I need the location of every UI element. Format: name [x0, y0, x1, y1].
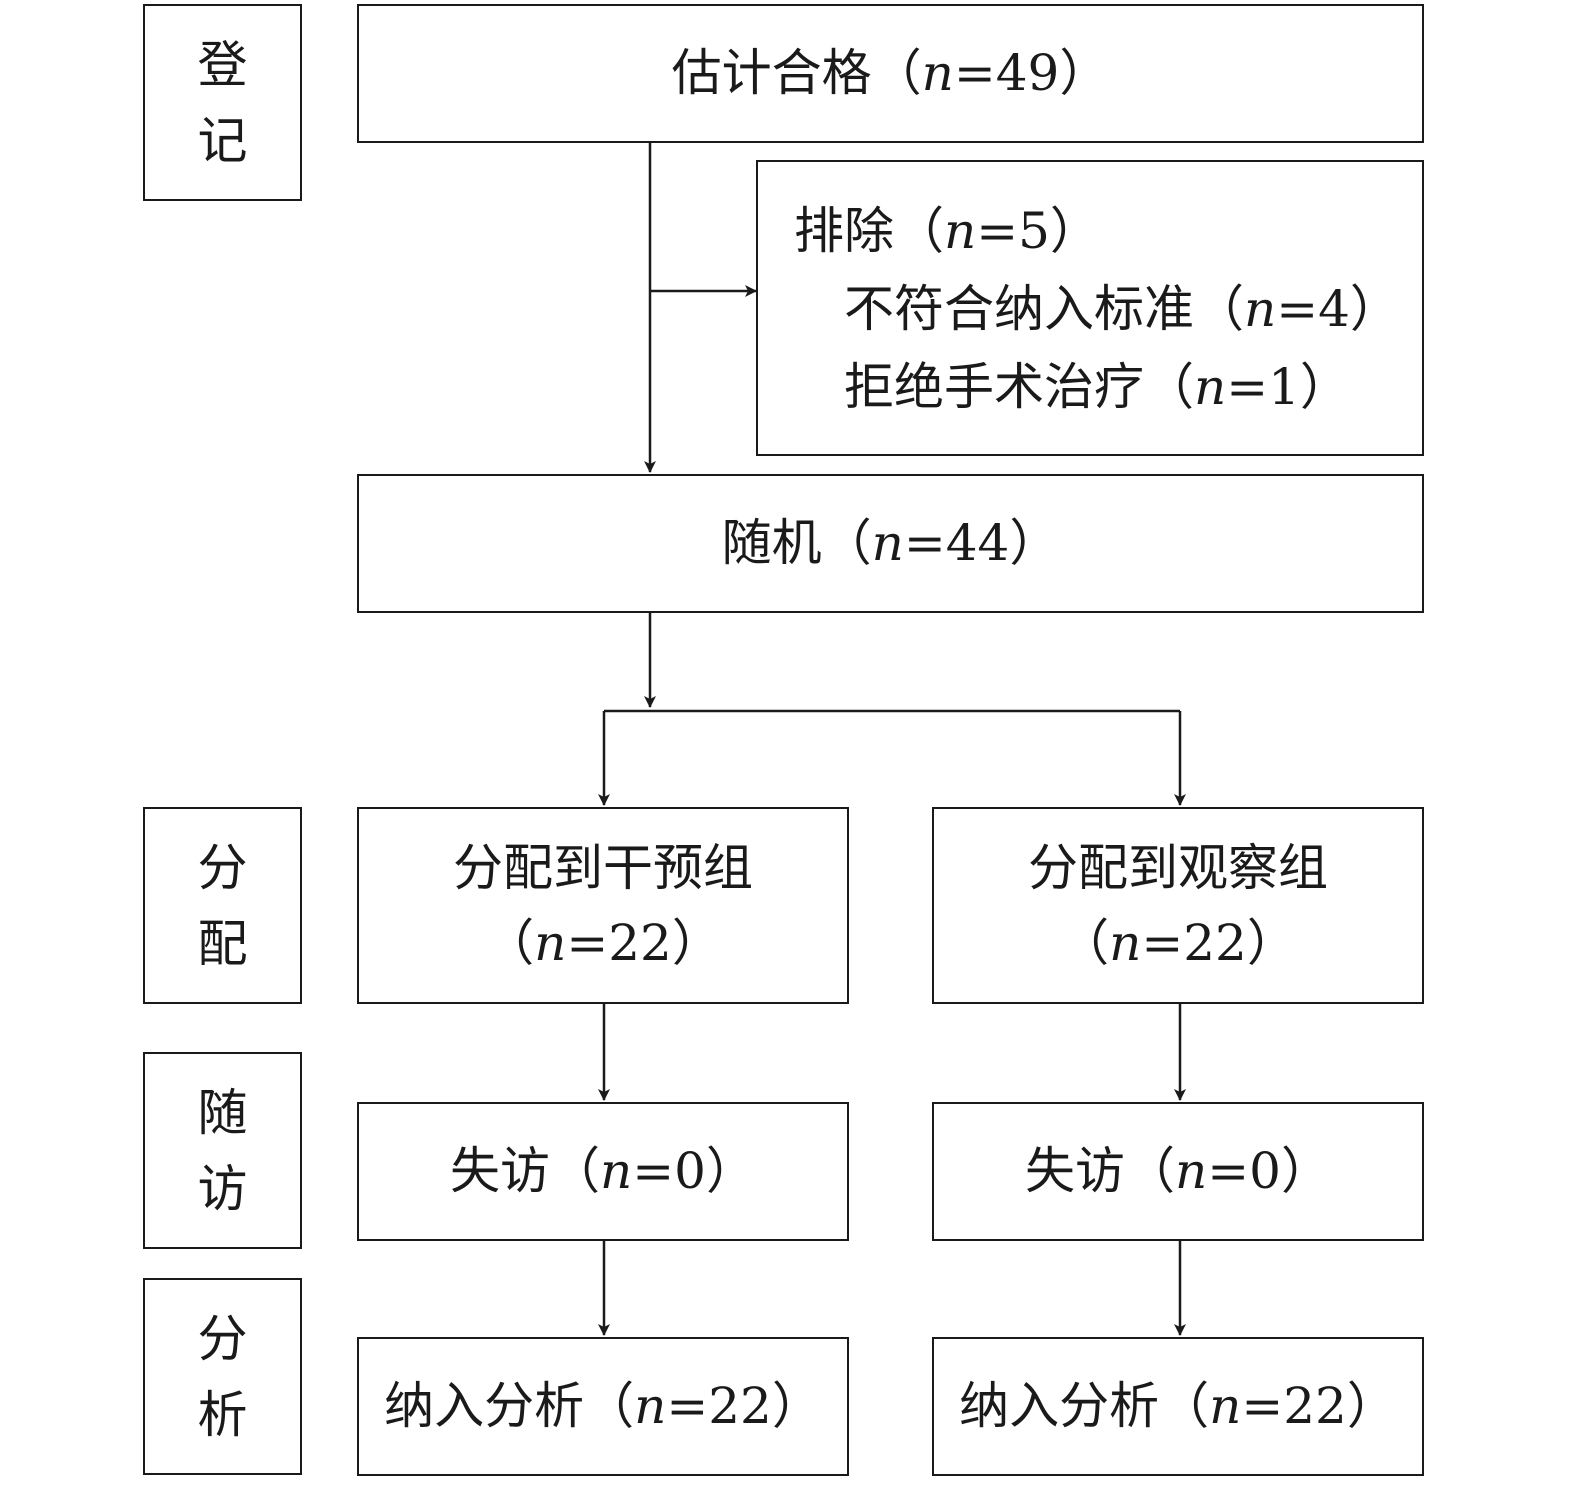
- stage-allocation: 分 配: [143, 807, 302, 1004]
- stage-char: 分: [197, 838, 248, 897]
- excluded-reason: 拒绝手术治疗（n=1）: [844, 358, 1350, 416]
- stage-char: 登: [197, 35, 248, 94]
- excluded-total: 排除（n=5）: [794, 202, 1100, 260]
- stage-char: 访: [197, 1159, 248, 1218]
- intervention-lost-box: 失访（n=0）: [357, 1102, 849, 1241]
- observation-alloc-label: 分配到观察组: [1028, 838, 1328, 897]
- intervention-lost-label: 失访（n=0）: [450, 1142, 756, 1200]
- stage-char: 分: [197, 1309, 248, 1368]
- intervention-analyzed-label: 纳入分析（n=22）: [384, 1377, 822, 1435]
- eligible-box: 估计合格（n=49）: [357, 4, 1424, 143]
- observation-lost-box: 失访（n=0）: [932, 1102, 1424, 1241]
- intervention-analyzed-box: 纳入分析（n=22）: [357, 1337, 849, 1476]
- excluded-text: 排除（n=5） 不符合纳入标准（n=4） 拒绝手术治疗（n=1）: [794, 192, 1400, 426]
- excluded-reason: 不符合纳入标准（n=4）: [844, 280, 1400, 338]
- excluded-box: 排除（n=5） 不符合纳入标准（n=4） 拒绝手术治疗（n=1）: [756, 160, 1424, 456]
- stage-enrollment: 登 记: [143, 4, 302, 201]
- observation-lost-label: 失访（n=0）: [1025, 1142, 1331, 1200]
- stage-char: 记: [197, 111, 248, 170]
- observation-alloc-box: 分配到观察组 （n=22）: [932, 807, 1424, 1004]
- stage-char: 随: [197, 1083, 248, 1142]
- randomized-label: 随机（n=44）: [721, 514, 1060, 572]
- intervention-alloc-box: 分配到干预组 （n=22）: [357, 807, 849, 1004]
- observation-alloc-n: （n=22）: [1059, 913, 1297, 972]
- randomized-box: 随机（n=44）: [357, 474, 1424, 613]
- stage-followup: 随 访: [143, 1052, 302, 1249]
- stage-char: 配: [197, 914, 248, 973]
- stage-char: 析: [197, 1385, 248, 1444]
- eligible-label: 估计合格（n=49）: [671, 44, 1110, 102]
- observation-analyzed-label: 纳入分析（n=22）: [959, 1377, 1397, 1435]
- observation-analyzed-box: 纳入分析（n=22）: [932, 1337, 1424, 1476]
- intervention-alloc-label: 分配到干预组: [453, 838, 753, 897]
- stage-analysis: 分 析: [143, 1278, 302, 1475]
- intervention-alloc-n: （n=22）: [484, 913, 722, 972]
